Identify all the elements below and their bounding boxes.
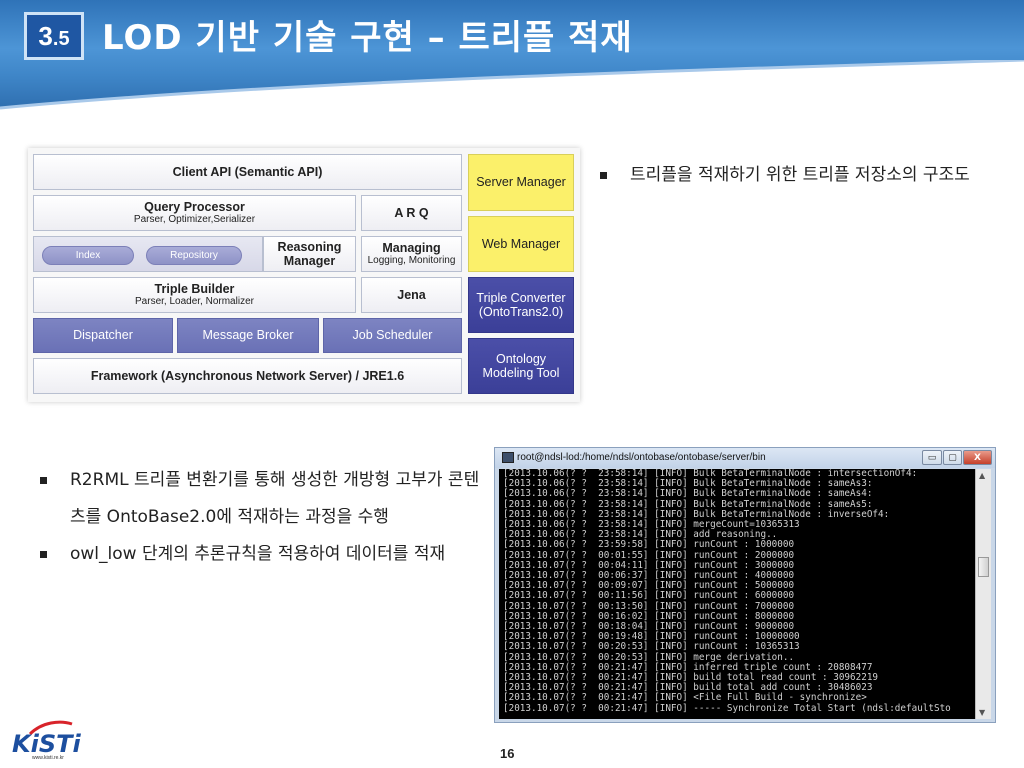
triple-builder-sub: Parser, Loader, Normalizer [135, 296, 254, 308]
query-processor-label: Query Processor [144, 200, 245, 215]
query-processor-sub: Parser, Optimizer,Serializer [133, 214, 256, 226]
architecture-diagram: Client API (Semantic API) Query Processo… [28, 148, 580, 402]
terminal-line: [2013.10.07(? ? 00:21:47] [INFO] build t… [503, 672, 879, 684]
terminal-icon [502, 452, 514, 463]
reasoning-manager-label: Reasoning Manager [277, 239, 342, 268]
jena-box: Jena [361, 277, 462, 313]
managing-box: Managing Logging, Monitoring [361, 236, 462, 272]
bullet-text: owl_low 단계의 추론규칙을 적용하여 데이터를 적재 [70, 544, 446, 564]
ontology-tool-label: Ontology Modeling Tool [482, 351, 560, 380]
terminal-line: [2013.10.07(? ? 00:21:47] [INFO] <File F… [503, 692, 867, 704]
terminal-line: [2013.10.07(? ? 00:19:48] [INFO] runCoun… [503, 631, 800, 643]
jena-label: Jena [397, 287, 426, 302]
arq-box: A R Q [361, 195, 462, 231]
terminal-line: [2013.10.07(? ? 00:06:37] [INFO] runCoun… [503, 570, 795, 582]
message-broker-label: Message Broker [202, 328, 294, 343]
ontology-tool-box: Ontology Modeling Tool [468, 338, 574, 394]
close-button[interactable]: X [963, 450, 992, 465]
logo-url: www.kisti.re.kr [32, 755, 64, 761]
bullet-text: R2RML 트리플 변환기를 통해 생성한 개방형 고부가 콘텐츠를 OntoB… [70, 470, 480, 527]
bullet-item: 트리플을 적재하기 위한 트리플 저장소의 구조도 [600, 157, 985, 194]
server-manager-label: Server Manager [476, 175, 566, 190]
managing-sub: Logging, Monitoring [367, 255, 456, 267]
page-number: 16 [500, 746, 515, 761]
server-manager-box: Server Manager [468, 154, 574, 211]
terminal-line: [2013.10.07(? ? 00:21:47] [INFO] ----- S… [503, 702, 951, 714]
terminal-titlebar[interactable]: root@ndsl-lod:/home/ndsl/ontobase/ontoba… [495, 448, 995, 468]
triple-builder-label: Triple Builder [154, 282, 235, 297]
terminal-output[interactable]: [2013.10.06(? ? 23:58:14] [INFO] Bulk Be… [499, 469, 975, 719]
page-title: LOD 기반 기술 구현 – 트리플 적재 [102, 18, 633, 58]
terminal-line: [2013.10.06(? ? 23:59:58] [INFO] runCoun… [503, 539, 795, 551]
terminal-line: [2013.10.07(? ? 00:11:56] [INFO] runCoun… [503, 590, 795, 602]
kisti-logo: KiSTi www.kisti.re.kr [6, 720, 81, 764]
reasoning-manager-box: Reasoning Manager [263, 236, 356, 272]
terminal-line: [2013.10.07(? ? 00:21:47] [INFO] build t… [503, 682, 873, 694]
bullet-item: R2RML 트리플 변환기를 통해 생성한 개방형 고부가 콘텐츠를 OntoB… [40, 462, 480, 536]
triple-converter-box: Triple Converter (OntoTrans2.0) [468, 277, 574, 333]
bullet-text: 트리플을 적재하기 위한 트리플 저장소의 구조도 [630, 165, 970, 185]
terminal-line: [2013.10.06(? ? 23:58:14] [INFO] Bulk Be… [503, 498, 873, 510]
logo-swoosh-icon [28, 720, 73, 736]
web-manager-label: Web Manager [481, 236, 561, 251]
terminal-line: [2013.10.06(? ? 23:58:14] [INFO] Bulk Be… [503, 508, 890, 520]
terminal-line: [2013.10.06(? ? 23:58:14] [INFO] Bulk Be… [503, 478, 873, 490]
section-badge-sub: .5 [52, 27, 70, 50]
terminal-title: root@ndsl-lod:/home/ndsl/ontobase/ontoba… [517, 452, 766, 463]
terminal-line: [2013.10.06(? ? 23:58:14] [INFO] Bulk Be… [503, 488, 873, 500]
terminal-line: [2013.10.07(? ? 00:16:02] [INFO] runCoun… [503, 610, 795, 622]
terminal-line: [2013.10.06(? ? 23:58:14] [INFO] mergeCo… [503, 519, 800, 531]
terminal-window: root@ndsl-lod:/home/ndsl/ontobase/ontoba… [494, 447, 996, 723]
bullet-item: owl_low 단계의 추론규칙을 적용하여 데이터를 적재 [40, 536, 480, 573]
dispatcher-label: Dispatcher [73, 328, 133, 343]
minimize-button[interactable]: ▭ [922, 450, 942, 465]
logo-text: KiSTi [12, 730, 81, 758]
client-api-label: Client API (Semantic API) [172, 164, 323, 179]
terminal-line: [2013.10.07(? ? 00:18:04] [INFO] runCoun… [503, 621, 795, 633]
arq-label: A R Q [394, 205, 429, 220]
triple-converter-label: Triple Converter (OntoTrans2.0) [476, 290, 566, 319]
terminal-line: [2013.10.07(? ? 00:13:50] [INFO] runCoun… [503, 600, 795, 612]
bullet-square-icon [40, 477, 47, 484]
terminal-line: [2013.10.07(? ? 00:20:53] [INFO] runCoun… [503, 641, 800, 653]
client-api-box: Client API (Semantic API) [33, 154, 462, 190]
bullet-square-icon [600, 172, 607, 179]
section-badge-number: 3 [38, 20, 53, 51]
terminal-line: [2013.10.07(? ? 00:20:53] [INFO] merge d… [503, 651, 795, 663]
bullet-list-left: R2RML 트리플 변환기를 통해 생성한 개방형 고부가 콘텐츠를 OntoB… [40, 462, 480, 573]
header-swoosh [0, 60, 1024, 120]
message-broker-box: Message Broker [177, 318, 319, 353]
dispatcher-box: Dispatcher [33, 318, 173, 353]
repository-cylinder: Repository [146, 246, 242, 265]
job-scheduler-box: Job Scheduler [323, 318, 462, 353]
query-processor-box: Query Processor Parser, Optimizer,Serial… [33, 195, 356, 231]
terminal-line: [2013.10.06(? ? 23:58:14] [INFO] Bulk Be… [503, 469, 918, 479]
maximize-button[interactable]: ▢ [943, 450, 962, 465]
scroll-thumb[interactable] [978, 557, 989, 577]
web-manager-box: Web Manager [468, 216, 574, 272]
scroll-down-icon[interactable]: ▼ [979, 708, 986, 717]
header-band: 3.5 LOD 기반 기술 구현 – 트리플 적재 [0, 0, 1024, 120]
terminal-line: [2013.10.07(? ? 00:01:55] [INFO] runCoun… [503, 549, 795, 561]
terminal-line: [2013.10.07(? ? 00:21:47] [INFO] inferre… [503, 661, 873, 673]
job-scheduler-label: Job Scheduler [352, 328, 433, 343]
terminal-line: [2013.10.07(? ? 00:09:07] [INFO] runCoun… [503, 580, 795, 592]
bullet-list-right: 트리플을 적재하기 위한 트리플 저장소의 구조도 [600, 157, 985, 194]
framework-box: Framework (Asynchronous Network Server) … [33, 358, 462, 394]
bullet-square-icon [40, 551, 47, 558]
scroll-up-icon[interactable]: ▲ [979, 471, 986, 480]
index-cylinder: Index [42, 246, 134, 265]
triple-builder-box: Triple Builder Parser, Loader, Normalize… [33, 277, 356, 313]
terminal-line: [2013.10.06(? ? 23:58:14] [INFO] add rea… [503, 529, 778, 541]
managing-label: Managing [382, 241, 441, 256]
terminal-line: [2013.10.07(? ? 00:04:11] [INFO] runCoun… [503, 559, 795, 571]
terminal-scrollbar[interactable]: ▲ ▼ [975, 469, 991, 719]
section-badge: 3.5 [24, 12, 84, 60]
framework-label: Framework (Asynchronous Network Server) … [90, 368, 405, 383]
